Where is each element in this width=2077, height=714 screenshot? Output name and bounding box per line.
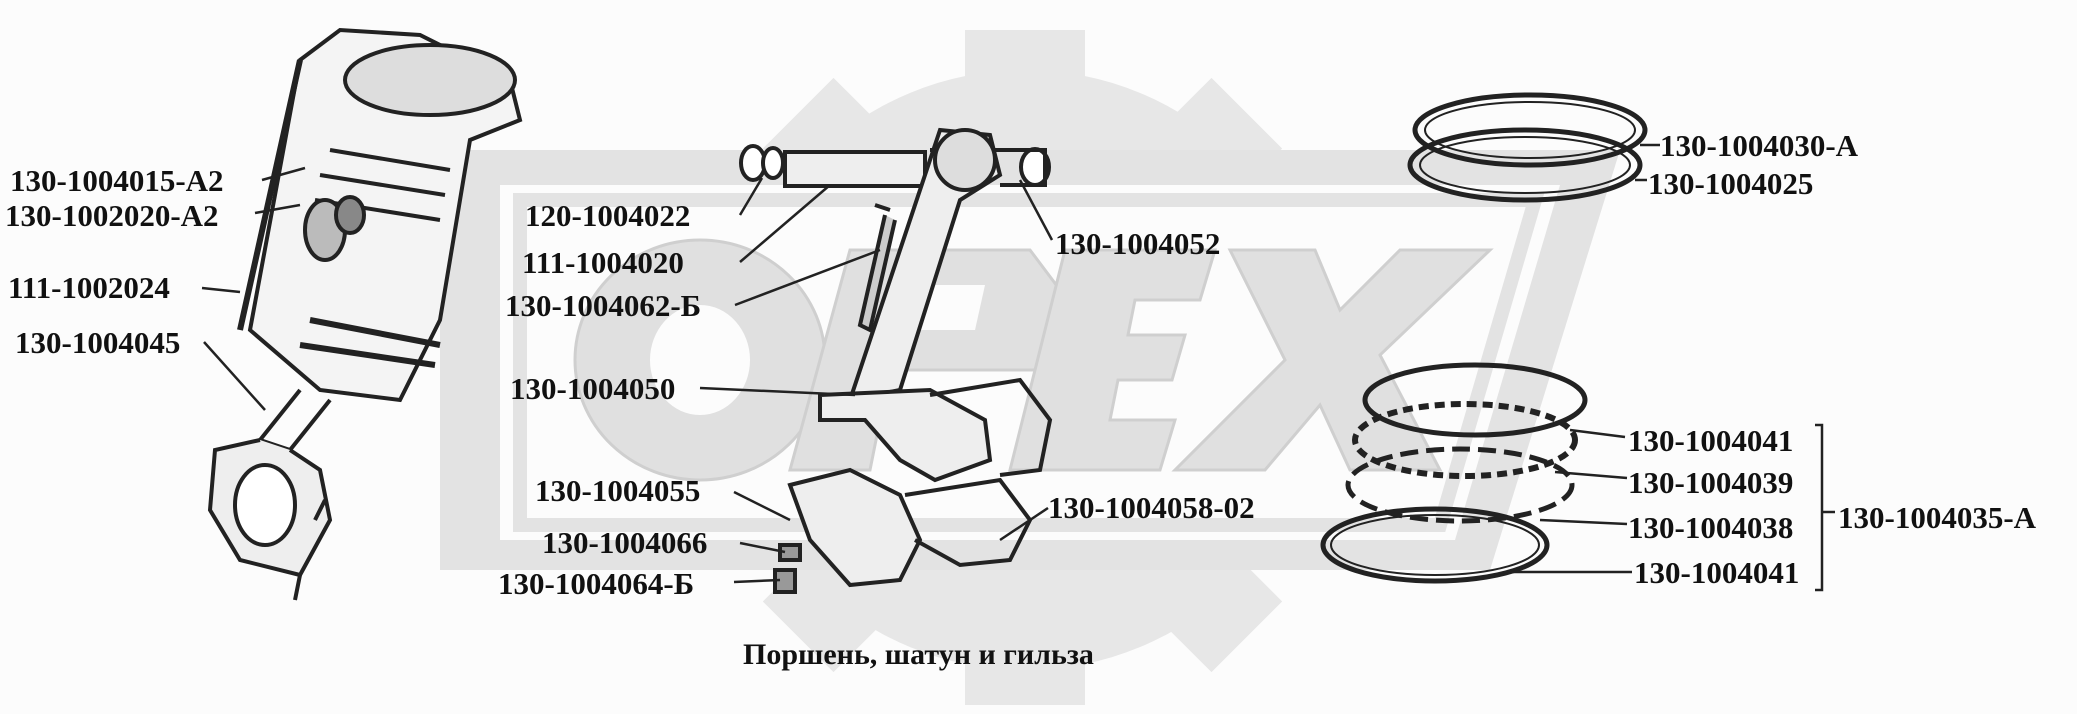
part-label: 130-1004062-Б (505, 288, 702, 323)
part-label: 130-1004030-А (1660, 128, 1859, 163)
compression-rings-drawing (1407, 92, 1648, 203)
part-label: 130-1004015-А2 (10, 163, 224, 198)
part-label: 130-1004064-Б (498, 566, 695, 601)
part-label: 130-1004066 (542, 525, 708, 560)
part-label: 130-1004052 (1055, 226, 1221, 261)
part-label: 111-1004020 (522, 245, 684, 280)
part-label: 130-1004038 (1628, 510, 1794, 545)
part-label: 130-1002020-А2 (5, 198, 219, 233)
part-label: 130-1004050 (510, 371, 676, 406)
part-label: 130-1004039 (1628, 465, 1794, 500)
part-label: 130-1004055 (535, 473, 701, 508)
connecting-rod-drawing (739, 127, 1053, 594)
leader-lines (201, 143, 1835, 592)
piston-drawing (207, 27, 523, 601)
oil-rings-drawing (1320, 362, 1588, 584)
diagram-caption: Поршень, шатун и гильза (743, 638, 1094, 671)
part-label: 130-1004041 (1628, 423, 1794, 458)
part-label: 130-1004035-А (1838, 500, 2037, 535)
part-label: 130-1004025 (1648, 166, 1814, 201)
opex-watermark (573, 238, 1494, 482)
part-label: 120-1004022 (525, 198, 691, 233)
part-label: 111-1002024 (8, 270, 170, 305)
part-label: 130-1004058-02 (1048, 490, 1255, 525)
part-label: 130-1004041 (1634, 555, 1800, 590)
part-label: 130-1004045 (15, 325, 181, 360)
